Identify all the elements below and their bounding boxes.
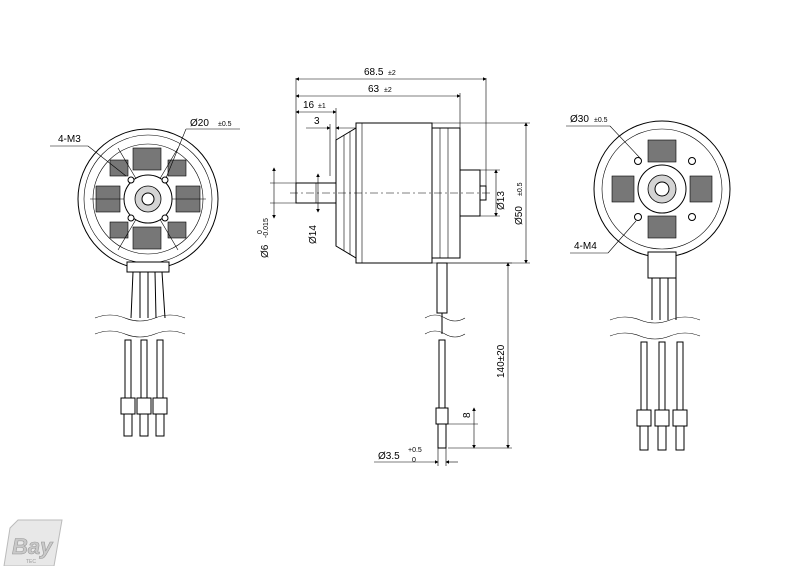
- logo-text: Bay: [12, 534, 54, 559]
- rear-mount-holes: [634, 157, 696, 221]
- connector-tol-lower: 0: [412, 457, 416, 464]
- lead-length-label: 140±20: [496, 344, 507, 378]
- shaft-tol-lower: -0.015: [263, 218, 270, 238]
- shaft-length-label: 16: [303, 100, 315, 111]
- rear-circle-label: Ø30: [570, 114, 589, 125]
- body-length-tol: ±2: [384, 87, 392, 94]
- rear-thread-label: 4-M4: [574, 241, 597, 252]
- front-connectors: [120, 339, 168, 437]
- connector-tol-upper: +0.5: [408, 447, 422, 454]
- step-label: 3: [314, 116, 320, 127]
- total-length-tol: ±2: [388, 70, 396, 77]
- side-view: 68.5 ±2 63 ±2 16 ±1 3 Ø6 0 -0.015 Ø14 Ø1…: [257, 67, 530, 466]
- front-view: 4-M3 Ø20 ±0.5: [50, 118, 240, 437]
- front-thread-label: 4-M3: [58, 134, 81, 145]
- body-length-label: 63: [368, 84, 380, 95]
- front-circle-tol: ±0.5: [218, 121, 232, 128]
- body-dia-tol: ±0.5: [517, 182, 524, 196]
- rear-windings: [611, 139, 713, 239]
- shaft-tol-upper: 0: [257, 230, 264, 234]
- body-dia-label: Ø50: [514, 206, 525, 225]
- bearing-dia-label: Ø13: [496, 191, 507, 210]
- connector-length-label: 8: [462, 412, 473, 418]
- logo-subtext: TEC: [26, 559, 36, 565]
- rear-connectors: [636, 341, 688, 451]
- baytec-logo: Bay TEC: [3, 519, 63, 566]
- collar-dia-label: Ø14: [308, 225, 319, 244]
- front-circle-label: Ø20: [190, 118, 209, 129]
- connector-dia-label: Ø3.5: [378, 451, 400, 462]
- rear-view: Ø30 ±0.5 4-M4: [566, 114, 731, 451]
- shaft-dia-label: Ø6: [260, 244, 271, 258]
- total-length-label: 68.5: [364, 67, 384, 78]
- shaft-length-tol: ±1: [318, 103, 326, 110]
- rear-circle-tol: ±0.5: [594, 117, 608, 124]
- front-mount-holes: [127, 176, 169, 222]
